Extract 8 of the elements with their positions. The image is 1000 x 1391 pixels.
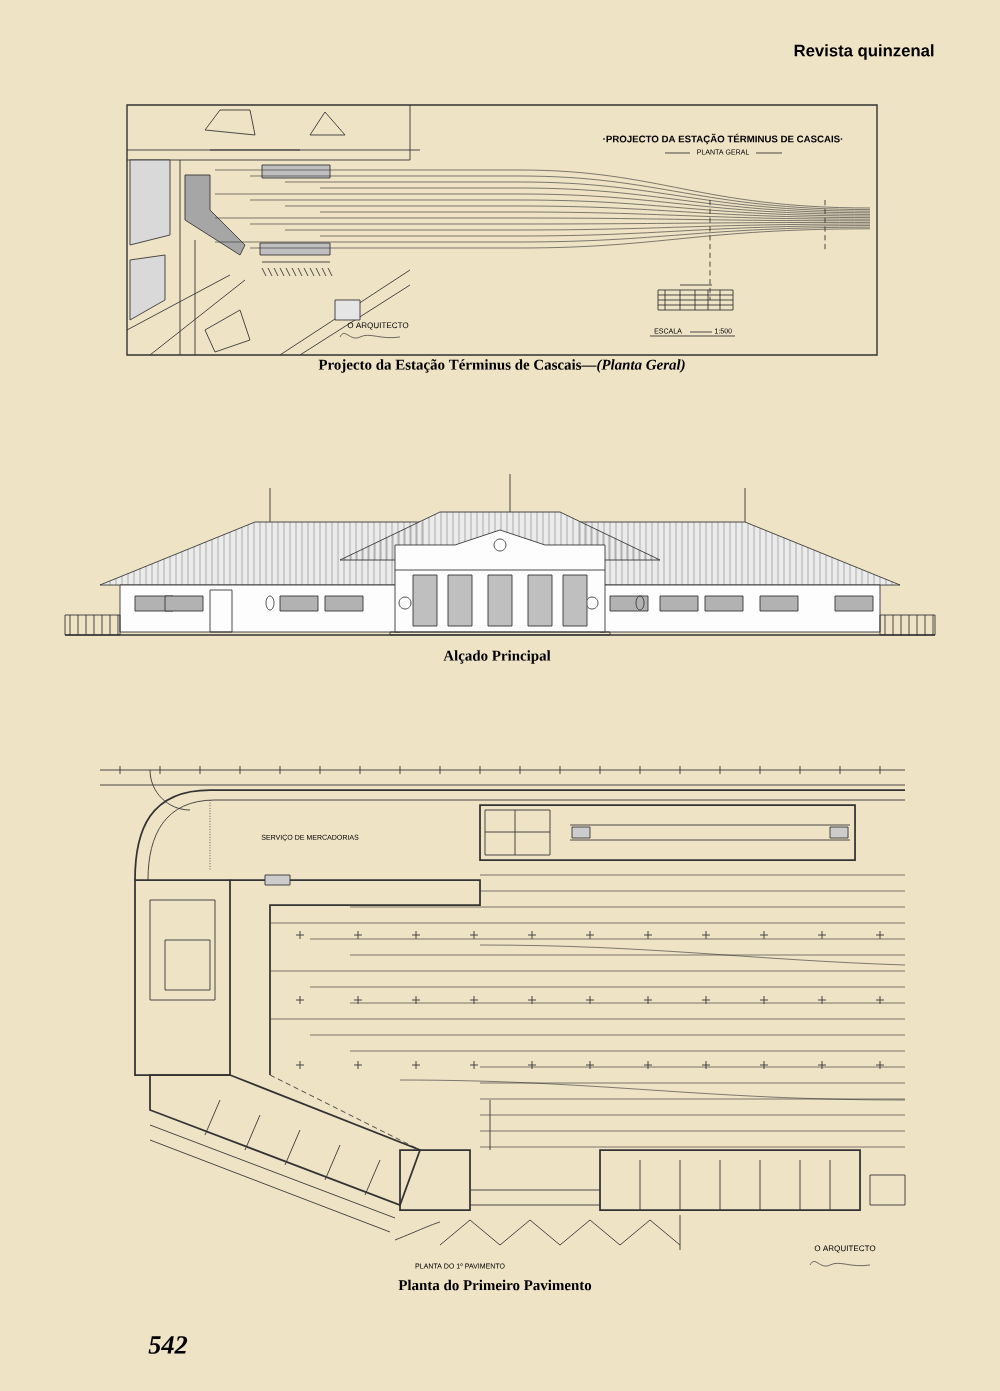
figure-caption: Projecto da Estação Términus de Cascais—(Planta Geral): [318, 359, 685, 373]
architect-label: O ARQUITECTO: [347, 322, 409, 330]
drawing-title: ·PROJECTO DA ESTAÇÃO TÉRMINUS DE CASCAIS·: [603, 133, 843, 145]
page-number: 542: [148, 1336, 188, 1354]
architect-label: O ARQUITECTO: [814, 1245, 876, 1253]
figure-caption: Planta do Primeiro Pavimento: [398, 1279, 592, 1291]
header-text: Revista quinzenal: [794, 44, 934, 60]
figure-caption: Alçado Principal: [443, 650, 551, 664]
